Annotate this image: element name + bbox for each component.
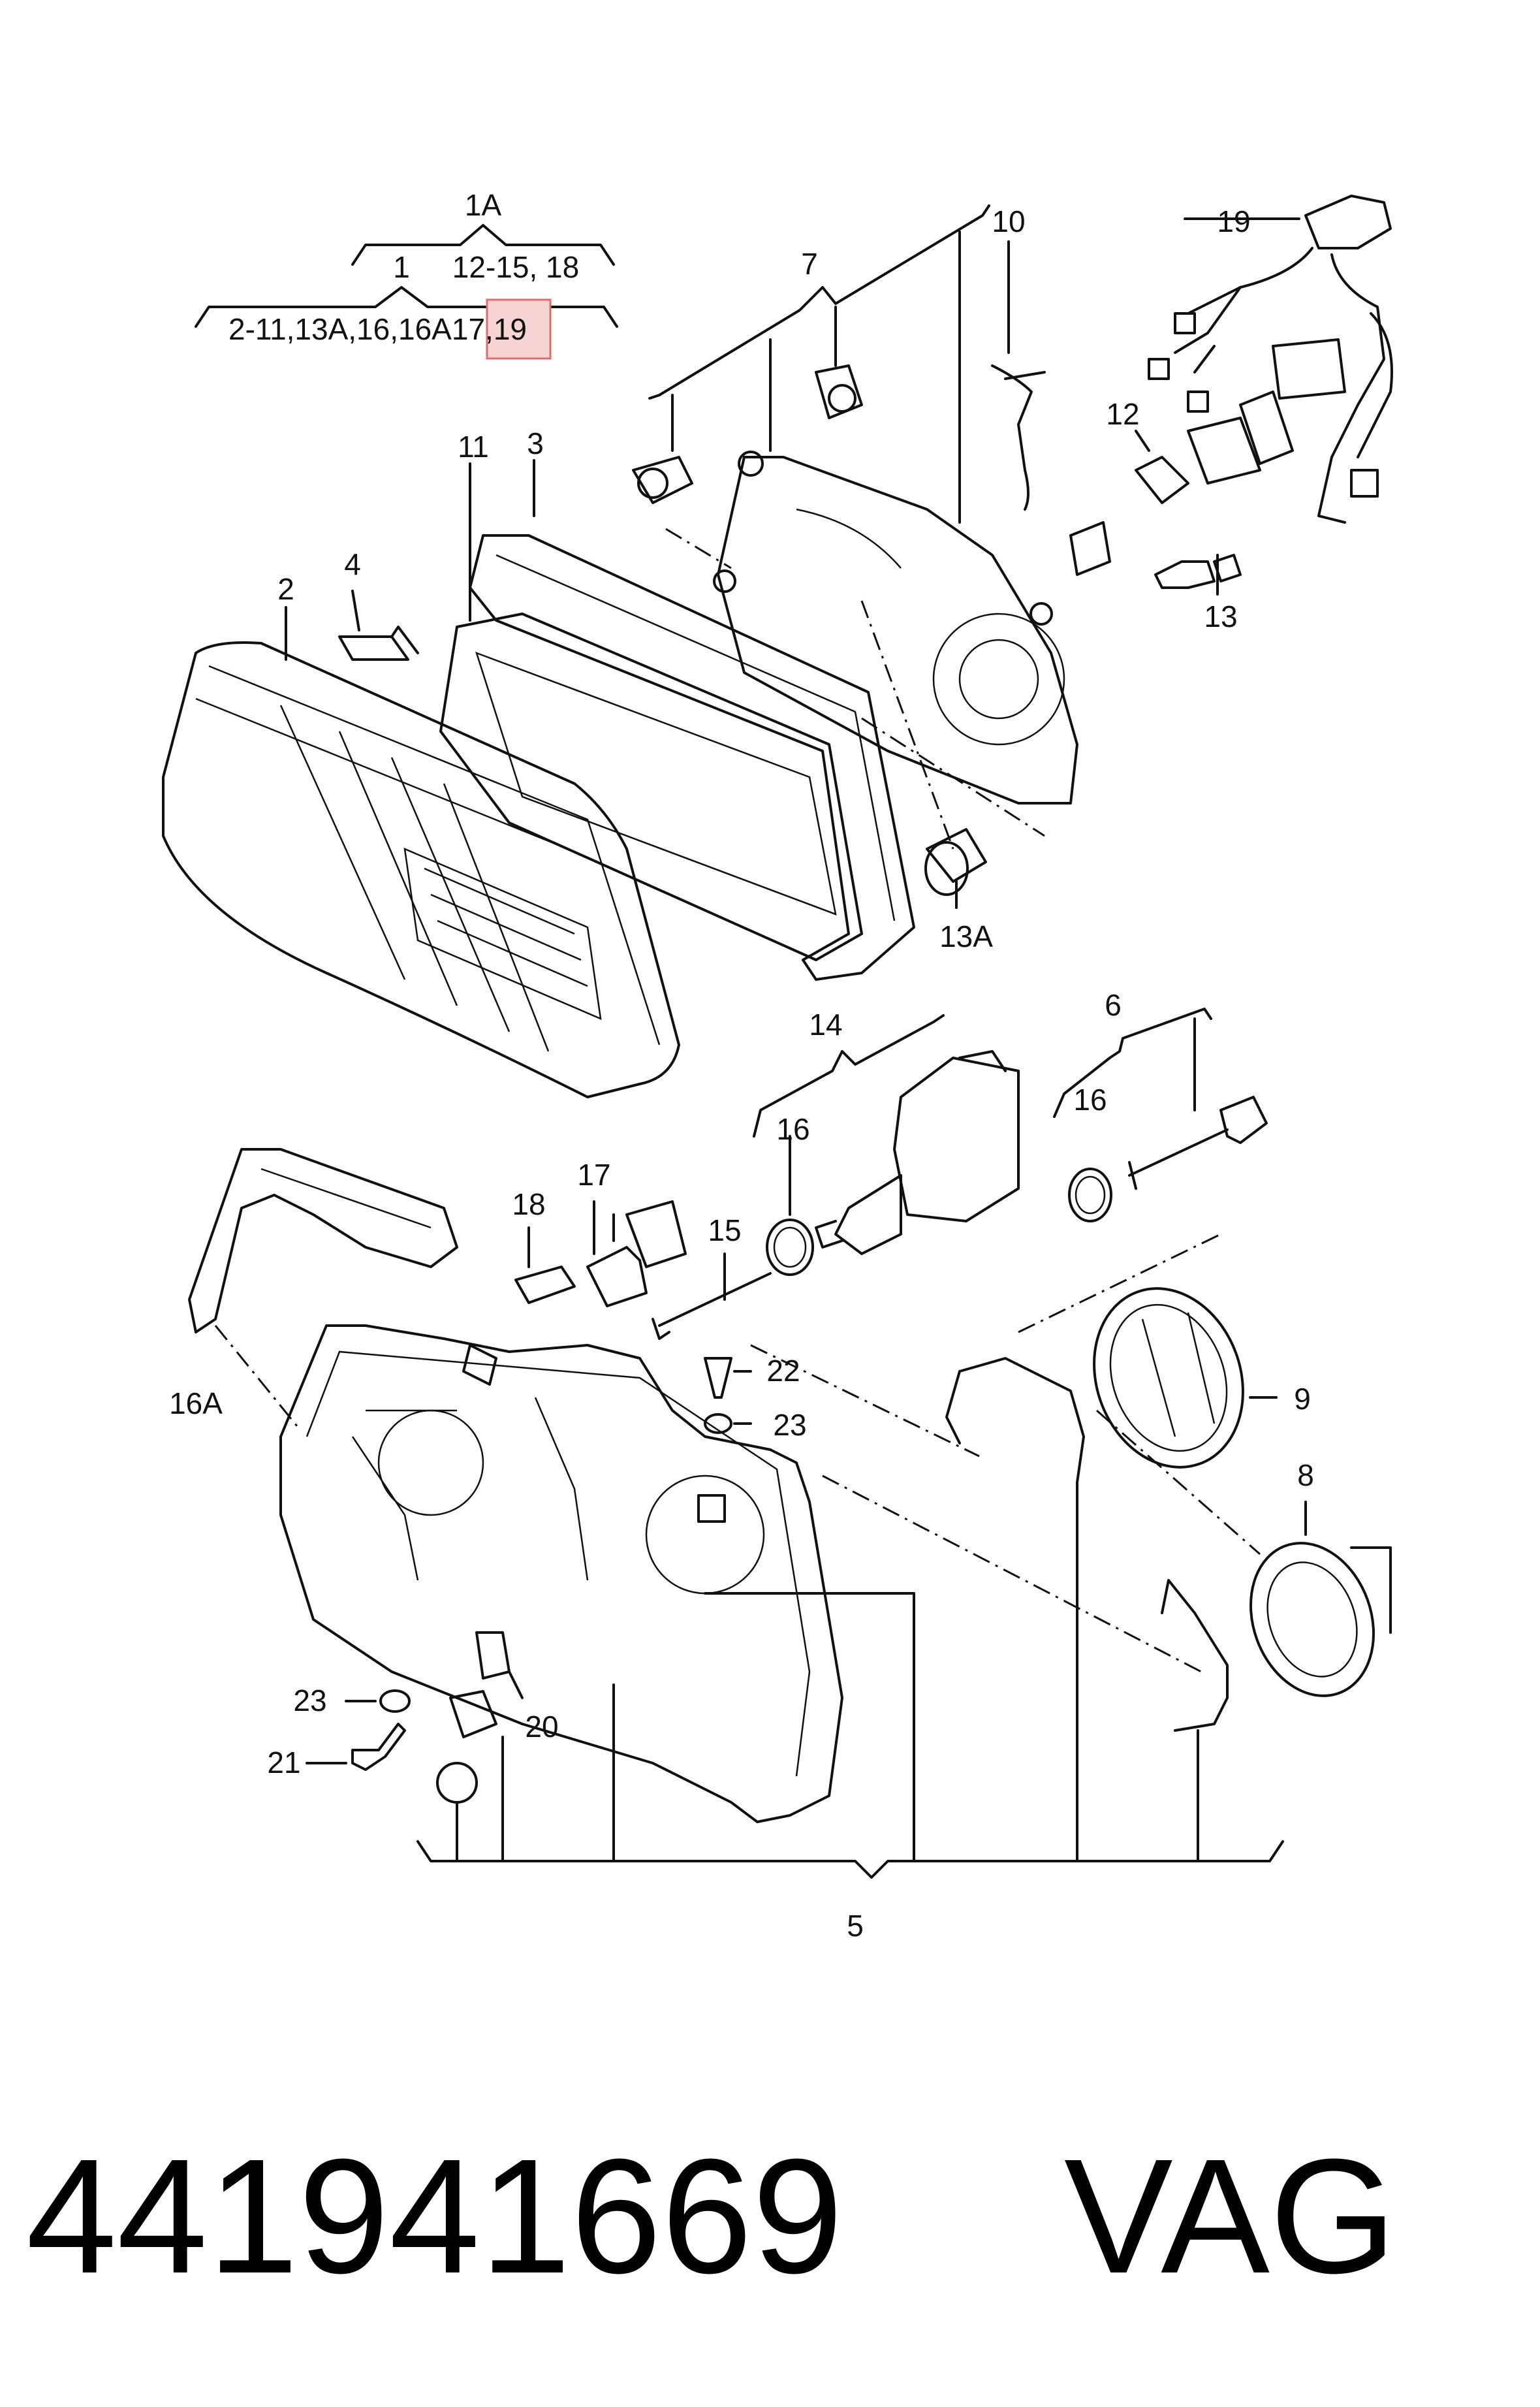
callout-9: 9 xyxy=(1294,1382,1311,1416)
part-number: 441941669 xyxy=(26,2125,843,2307)
bracket-14 xyxy=(753,1014,945,1138)
callout-labels: 2 3 4 5 6 7 8 9 10 11 12 13 13A 14 15 16… xyxy=(169,204,1314,1943)
callout-22: 22 xyxy=(766,1354,800,1388)
callout-6: 6 xyxy=(1105,988,1122,1022)
part-10-spring-clip xyxy=(991,364,1046,511)
spring-clip-upper xyxy=(945,1357,1085,1484)
part-21-screw xyxy=(351,1723,406,1771)
callout-7: 7 xyxy=(801,247,818,281)
header-bottom-labels: 2-11,13A,16,16A17,19 xyxy=(228,312,527,346)
callout-5: 5 xyxy=(847,1909,864,1943)
part-12-main-bulb xyxy=(1135,391,1294,504)
bracket-level-1 xyxy=(351,224,615,266)
callout-13A: 13A xyxy=(939,919,993,953)
part-6-adjusting-screw xyxy=(1128,1096,1268,1190)
part-23-washer-b xyxy=(379,1689,411,1713)
callout-16-b: 16 xyxy=(1073,1083,1107,1117)
bracket-level-2 xyxy=(195,286,618,328)
upper-leaders xyxy=(285,217,1300,1242)
callout-23-b: 23 xyxy=(293,1683,326,1717)
assembly-lines xyxy=(214,528,1261,1673)
header-bracket-tree: 1A 1 12-15, 18 2-11,13A,16,16A17,19 xyxy=(195,188,618,360)
callout-16A: 16A xyxy=(169,1386,223,1420)
callout-4: 4 xyxy=(344,547,361,581)
callout-12: 12 xyxy=(1106,397,1139,431)
callout-2: 2 xyxy=(277,572,294,606)
callout-23-a: 23 xyxy=(773,1408,806,1442)
part-17-bulb-holder xyxy=(586,1200,687,1307)
callout-8: 8 xyxy=(1297,1458,1314,1492)
callout-10: 10 xyxy=(992,204,1025,238)
part-9-reflector-ring xyxy=(1093,1287,1244,1469)
part-16-o-ring-b xyxy=(1068,1168,1112,1222)
highlight-box xyxy=(486,298,552,360)
bracket-5 xyxy=(416,1840,1284,1879)
callout-17: 17 xyxy=(577,1158,610,1192)
brand-name: VAG xyxy=(1064,2125,1396,2307)
callout-11: 11 xyxy=(458,430,489,464)
part-22-screw xyxy=(704,1357,732,1399)
part-23-washer-a xyxy=(704,1413,732,1434)
part-15-screw xyxy=(652,1272,772,1340)
part-16-o-ring-a xyxy=(766,1219,814,1276)
part-13A-socket xyxy=(924,828,987,896)
callout-15: 15 xyxy=(708,1213,741,1247)
header-top-label: 1A xyxy=(465,188,502,222)
callout-21: 21 xyxy=(267,1745,300,1779)
callout-20: 20 xyxy=(525,1710,558,1744)
header-bottom-pre: 2-11,13A,16,16A xyxy=(228,312,452,346)
header-bottom-post: 19 xyxy=(494,312,527,346)
part-8-fog-lens xyxy=(1249,1542,1392,1697)
callout-3: 3 xyxy=(527,426,544,460)
bracket-7 xyxy=(648,204,990,400)
part-16A-gasket-strip xyxy=(188,1148,458,1333)
part-7-reflector-housing xyxy=(713,451,1078,805)
header-bottom-highlight: 17, xyxy=(452,312,494,346)
part-3-gasket xyxy=(469,534,915,981)
header-middle-left: 1 xyxy=(393,250,410,284)
callout-19: 19 xyxy=(1217,204,1250,238)
part-11-lens-frame xyxy=(439,613,863,961)
part-18-small-bulb xyxy=(514,1266,576,1304)
spring-clip-lower xyxy=(1161,1579,1229,1732)
part-19-wiring-harness xyxy=(1148,195,1393,524)
part-5-main-housing xyxy=(279,1324,843,1823)
part-14-adjuster-motor xyxy=(815,1050,1020,1255)
part-13-parking-bulb xyxy=(1154,554,1242,589)
header-middle-right: 12-15, 18 xyxy=(452,250,579,284)
part-bulb-sockets-top xyxy=(632,364,1111,576)
bracket-6 xyxy=(1053,1008,1212,1118)
callout-18: 18 xyxy=(512,1187,545,1221)
part-20-clip xyxy=(436,1631,511,1804)
part-4-clip xyxy=(338,626,419,661)
callout-13: 13 xyxy=(1204,599,1237,633)
part-2-headlight-lens xyxy=(162,641,680,1098)
leader-20 xyxy=(508,1670,524,1699)
callout-16-a: 16 xyxy=(776,1112,809,1146)
callout-14: 14 xyxy=(809,1008,842,1042)
